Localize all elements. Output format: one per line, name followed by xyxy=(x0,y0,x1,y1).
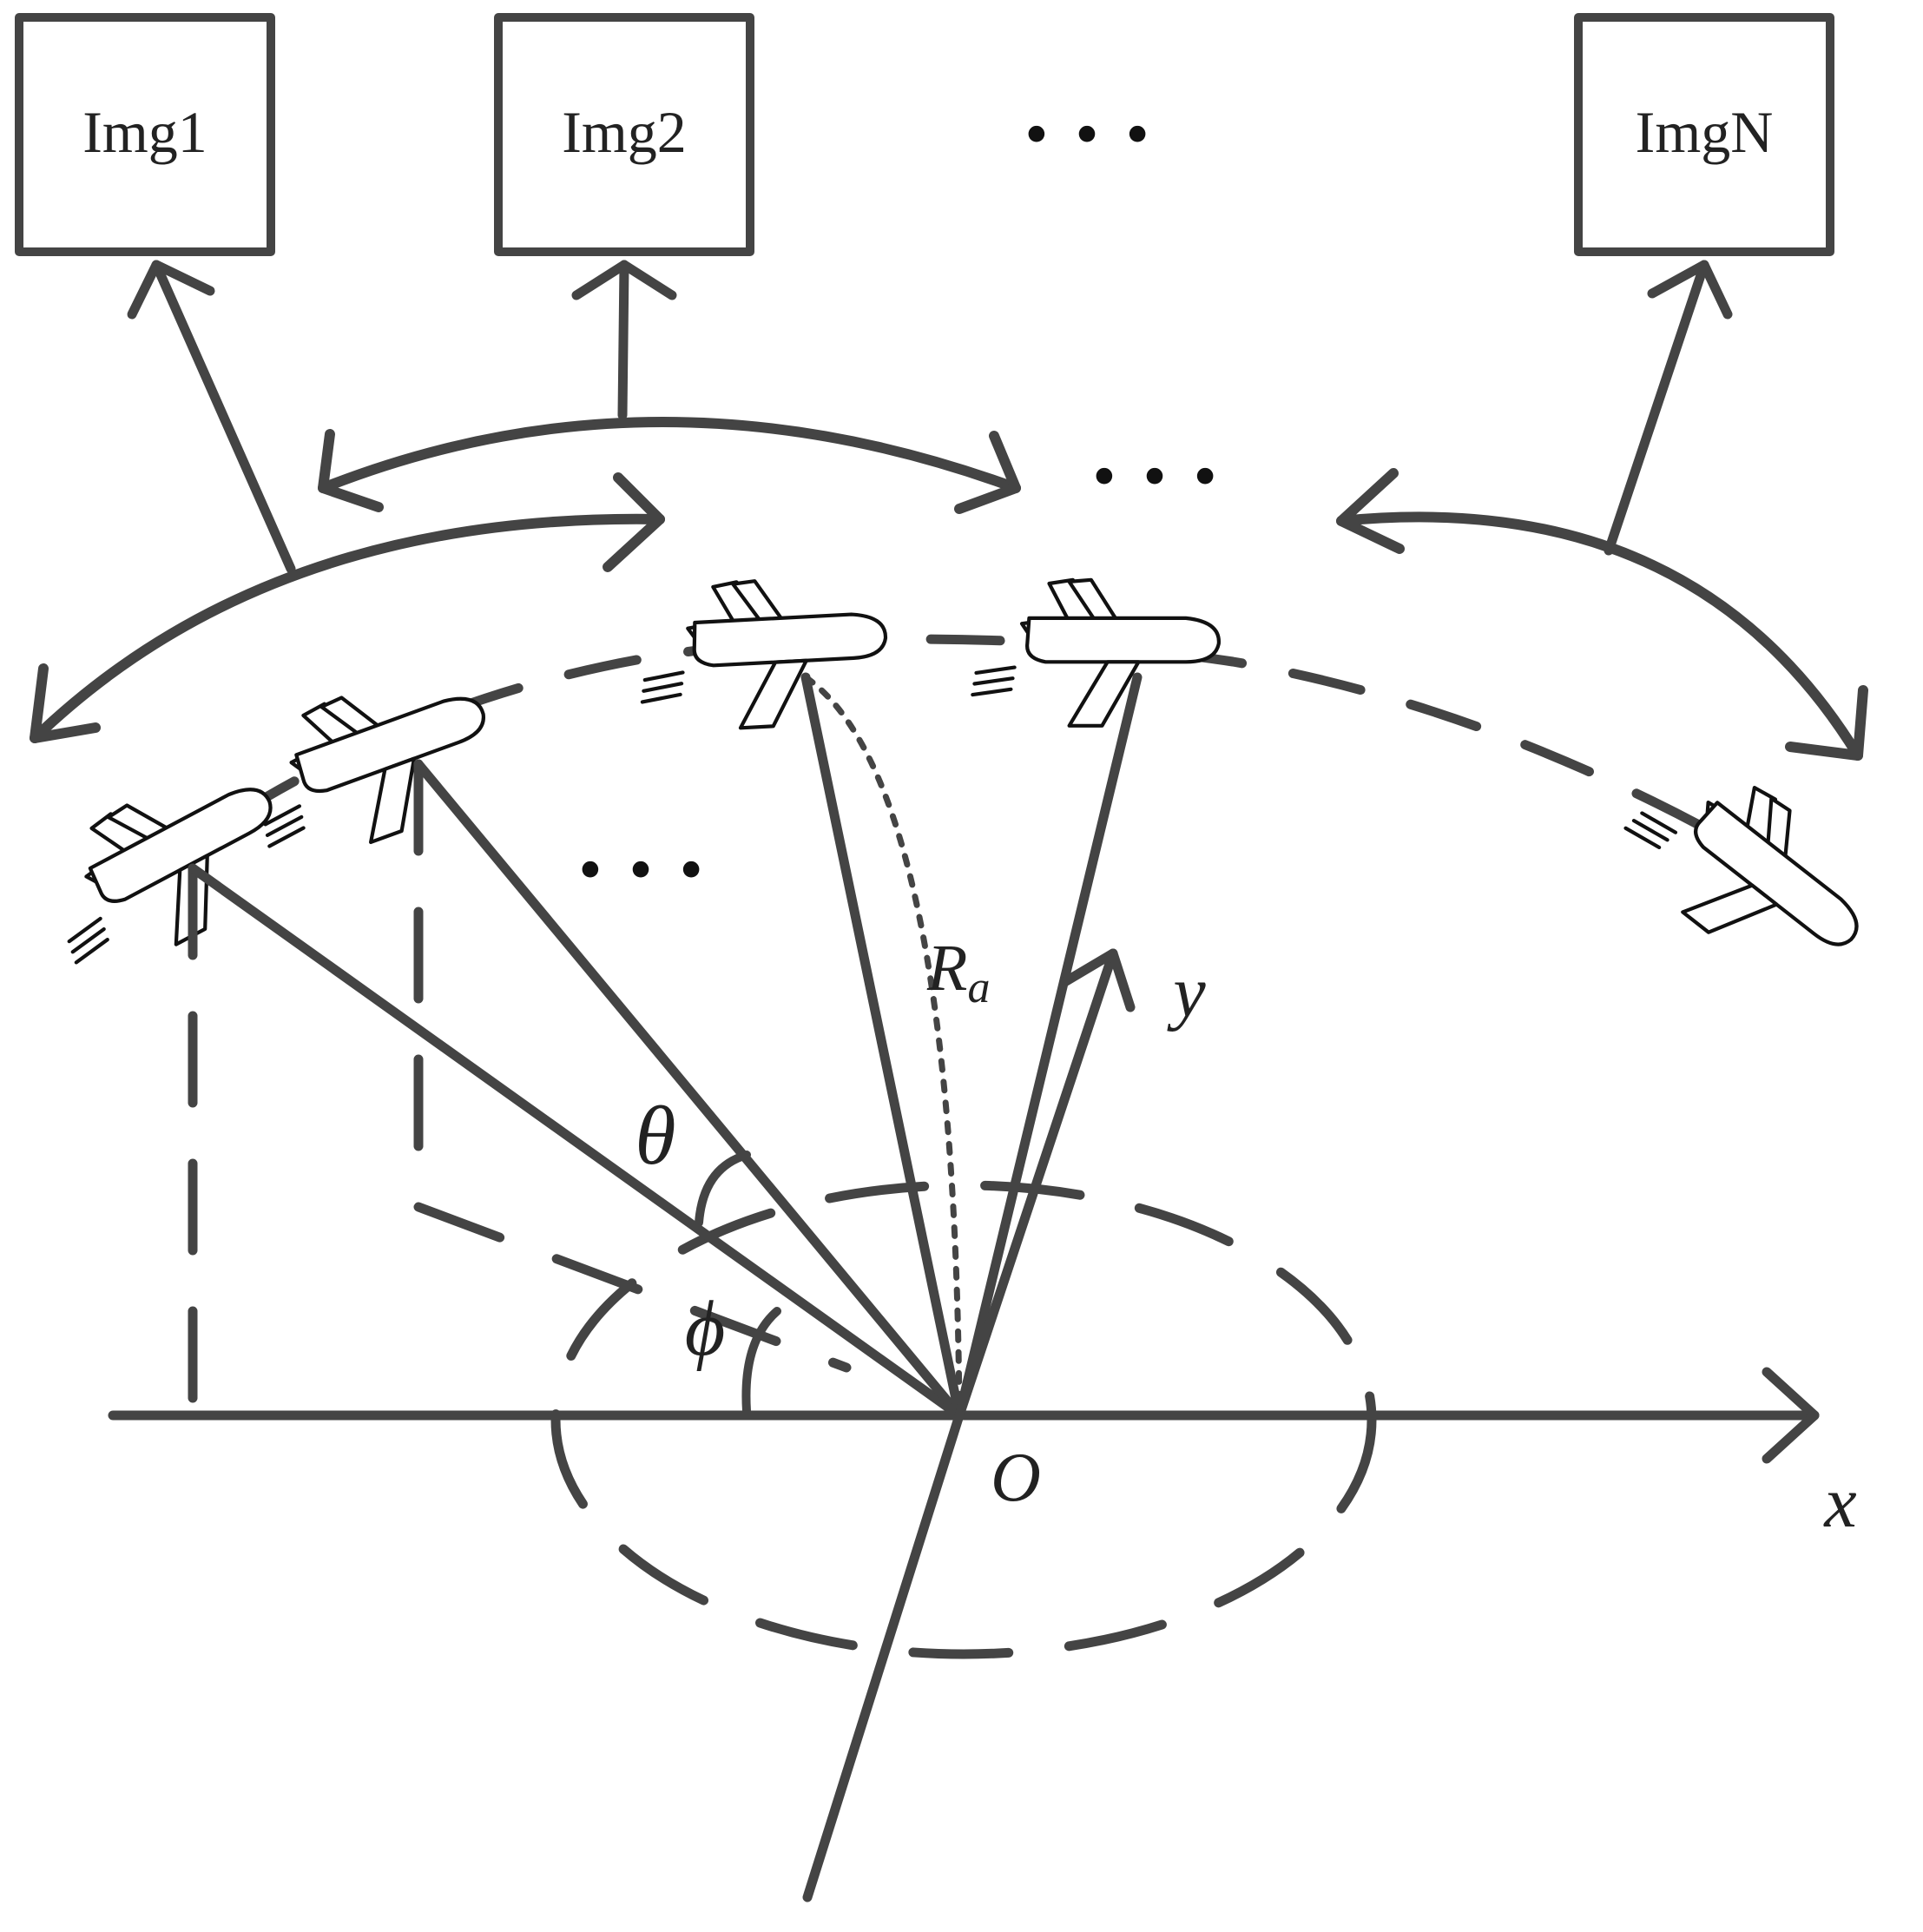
radius-label-subscript: a xyxy=(967,963,990,1012)
image-box-label: ImgN xyxy=(1636,99,1774,165)
theta-label: θ xyxy=(635,1089,675,1182)
aperture-arc-1 xyxy=(30,472,665,743)
line-of-sight-group xyxy=(188,672,1143,1421)
image-box-label: Img2 xyxy=(562,99,687,165)
origin-label: O xyxy=(991,1440,1041,1516)
radius-label: Ra xyxy=(926,932,990,1012)
plane-ellipsis: • • • xyxy=(574,840,708,904)
aperture-arc-N xyxy=(1336,468,1868,761)
y-axis xyxy=(954,948,1136,1421)
image-box-img2: Img2 xyxy=(494,13,754,256)
arrow-to-img2 xyxy=(571,260,677,420)
flight-trajectory xyxy=(229,634,1729,843)
x-axis-label: x xyxy=(1822,1462,1856,1543)
plane-icon xyxy=(230,654,511,875)
phi-angle-arc xyxy=(741,1307,781,1415)
phi-label: ϕ xyxy=(685,1286,726,1372)
plane-icon xyxy=(636,575,890,734)
image-box-imgN: ImgN xyxy=(1574,13,1834,256)
arrow-to-imgN xyxy=(1604,260,1733,556)
radius-arc xyxy=(802,674,963,1419)
image-box-img1: Img1 xyxy=(15,13,275,256)
projection-line-plane2 xyxy=(413,759,852,1373)
plane-icon xyxy=(23,745,308,989)
y-axis-label: y xyxy=(1166,952,1206,1032)
plane-icon xyxy=(1607,737,1891,1004)
radius-label-main: R xyxy=(926,932,967,1005)
aperture-arc-2 xyxy=(318,417,1021,514)
arrow-to-img1 xyxy=(127,260,296,574)
plane-icon xyxy=(972,580,1219,726)
arc-ellipsis: • • • xyxy=(1088,446,1222,511)
image-box-label: Img1 xyxy=(82,99,207,165)
z-axis-down xyxy=(802,1410,965,1902)
box-ellipsis: • • • xyxy=(1020,104,1154,168)
theta-angle-arc xyxy=(695,1151,751,1227)
